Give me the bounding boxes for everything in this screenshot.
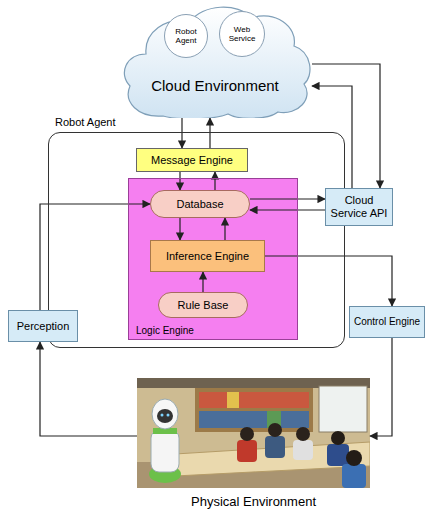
child-head [296, 427, 310, 441]
service-circle: Robot Agent [164, 14, 208, 58]
connector-arrow [265, 256, 392, 306]
box-label: Inference Engine [154, 250, 261, 263]
connector-arrow [370, 338, 392, 436]
robot-eye [167, 414, 170, 417]
connector-arrow [179, 172, 180, 190]
child-body [342, 464, 366, 488]
connector-arrow [250, 198, 325, 199]
inference-engine-box: Inference Engine [150, 240, 265, 272]
api-box: Cloud Service API [325, 188, 393, 226]
rule-base-pill: Rule Base [158, 292, 248, 318]
connector-arrow [179, 218, 180, 240]
circle-label: Robot Agent [168, 27, 204, 45]
circle-label: Web Service [223, 25, 261, 43]
cloud-outline [124, 7, 310, 118]
perception-box: Perception [8, 310, 78, 342]
child-head [331, 431, 345, 445]
box-label: Rule Base [162, 299, 244, 312]
child-body [237, 440, 257, 462]
connector-arrow [214, 172, 215, 190]
child-head [268, 423, 282, 437]
child-body [265, 436, 285, 458]
connector-arrow [40, 204, 150, 310]
connector-arrow [312, 86, 352, 188]
database-pill: Database [150, 190, 250, 218]
group-label: Logic Engine [136, 325, 194, 336]
robot-body [151, 430, 179, 472]
cloud-shape [118, 2, 312, 118]
book [227, 392, 239, 408]
connector-arrow [250, 209, 325, 210]
robot-face [157, 409, 173, 423]
box-label: Control Engine [353, 316, 421, 328]
cloud-node: Cloud Environment Robot Agent Web Service [118, 2, 312, 118]
group-heading: Robot Agent [55, 116, 116, 128]
child-head [240, 427, 254, 441]
window [319, 386, 367, 432]
box-fill [128, 178, 298, 340]
robot-head [152, 399, 178, 429]
book-row [199, 392, 309, 408]
box-label: Message Engine [140, 154, 244, 167]
connector-arrow [224, 218, 225, 240]
connector-arrow [209, 118, 210, 148]
cloud-label: Cloud Environment [151, 77, 279, 94]
child-head [346, 450, 362, 466]
caption: Physical Environment [191, 494, 316, 509]
book-row [199, 411, 309, 428]
child-body [327, 444, 349, 466]
bookshelf [195, 388, 313, 432]
child-body [293, 440, 313, 460]
message-engine-box: Message Engine [136, 148, 248, 172]
control-engine-box: Control Engine [349, 306, 425, 338]
logic-engine-box: Logic Engine DatabaseInference EngineRule… [128, 178, 298, 340]
service-circle: Web Service [219, 11, 265, 57]
box-label: Cloud Service API [329, 194, 389, 220]
box-label: Database [154, 198, 246, 211]
connector-arrow [312, 64, 380, 188]
connector-arrow [202, 272, 203, 292]
robot-eye [161, 414, 164, 417]
physical-environment-node: Physical Environment [137, 378, 370, 488]
wall [137, 378, 370, 488]
box-label: Perception [12, 320, 74, 333]
connector-arrow [40, 342, 137, 436]
connector-arrow [181, 118, 182, 148]
classroom-photo [137, 378, 370, 488]
robot-agent-box: Robot AgentMessage EngineLogic EngineDat… [48, 132, 345, 348]
